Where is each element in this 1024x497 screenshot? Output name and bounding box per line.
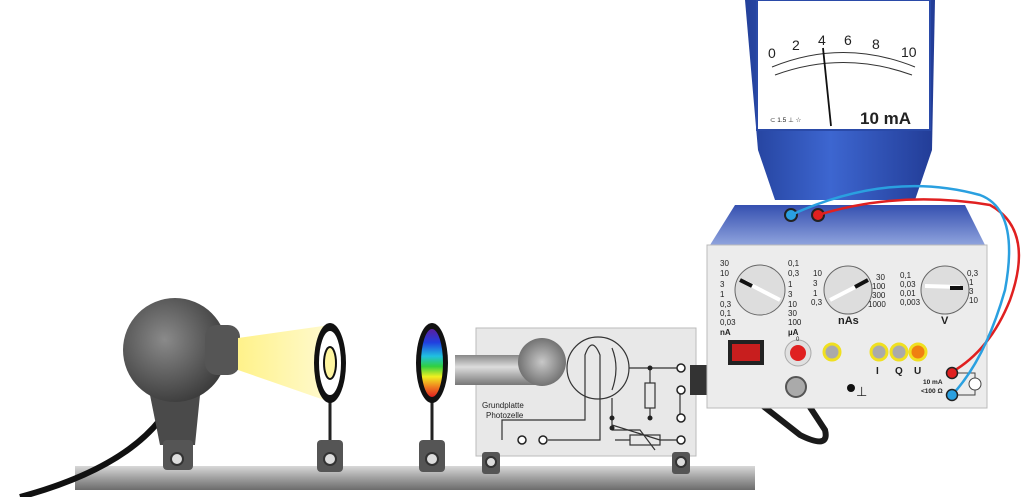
charge-dial-left-3: 0,3 xyxy=(811,298,823,307)
voltage-dial-right-0: 0,3 xyxy=(967,269,979,278)
voltage-dial-left-0: 0,1 xyxy=(900,271,912,280)
voltage-dial-left-2: 0,01 xyxy=(900,289,916,298)
power-switch[interactable] xyxy=(728,340,764,365)
plate-label-line2: Photozelle xyxy=(486,411,524,420)
current-dial-left-4: 0,3 xyxy=(720,300,732,309)
meter-scale-label: 6 xyxy=(844,32,852,48)
meter-scale-label: 2 xyxy=(792,37,800,53)
charge-range-dial[interactable] xyxy=(823,265,873,315)
voltage-range-dial[interactable] xyxy=(920,265,970,315)
current-dial-left-6: 0,03 xyxy=(720,318,736,327)
current-dial-right-2: 1 xyxy=(788,280,793,289)
photocell-plate: Grundplatte Photozelle xyxy=(455,327,708,474)
current-unit-na: nA xyxy=(720,328,731,337)
socket-q[interactable] xyxy=(889,342,909,362)
ground-socket[interactable] xyxy=(785,376,807,398)
iris-diaphragm[interactable] xyxy=(314,323,346,472)
charge-dial-left-0: 10 xyxy=(813,269,822,278)
meter-scale-label: 8 xyxy=(872,36,880,52)
current-dial-left-2: 3 xyxy=(720,280,725,289)
ground-symbol: ⊥ xyxy=(856,384,867,399)
output-label-current: 10 mA xyxy=(923,379,943,386)
current-dial-right-6: 100 xyxy=(788,318,802,327)
current-dial-left-3: 1 xyxy=(720,290,725,299)
voltage-dial-left-1: 0,03 xyxy=(900,280,916,289)
meter-class-label: ⊂ 1.5 ⊥ ☆ xyxy=(770,116,802,124)
meter-output-symbol xyxy=(955,372,982,396)
plate-label-line1: Grundplatte xyxy=(482,401,524,410)
voltage-dial-right-3: 10 xyxy=(969,296,978,305)
socket-label-i: I xyxy=(876,366,879,377)
output-blue-socket[interactable] xyxy=(945,388,959,402)
meter-range-label: 10 mA xyxy=(860,109,911,128)
current-dial-left-5: 0,1 xyxy=(720,309,732,318)
photocell-symbol xyxy=(501,336,681,451)
input-socket[interactable] xyxy=(822,342,842,362)
voltage-dial-left-3: 0,003 xyxy=(900,298,921,307)
signal-cable xyxy=(708,377,829,445)
blue-cable xyxy=(790,184,1011,396)
charge-dial-right-3: 1000 xyxy=(868,300,886,309)
voltage-unit: V xyxy=(941,315,949,327)
current-range-dial[interactable] xyxy=(734,264,786,316)
color-filter[interactable] xyxy=(416,323,448,472)
charge-dial-right-1: 100 xyxy=(872,282,886,291)
current-dial-right-4: 10 xyxy=(788,300,797,309)
meter-needle xyxy=(822,47,832,127)
socket-i[interactable] xyxy=(869,342,889,362)
charge-unit: nAs xyxy=(838,315,859,327)
output-label-resistance: <100 Ω xyxy=(921,388,943,395)
ground-dot xyxy=(847,384,855,392)
socket-label-u: U xyxy=(914,366,921,377)
reset-label: 0 xyxy=(796,337,800,343)
socket-u[interactable] xyxy=(908,342,928,362)
charge-dial-right-2: 300 xyxy=(872,291,886,300)
meter-scale-label: 4 xyxy=(818,32,826,48)
reset-button[interactable]: 0 xyxy=(784,337,812,367)
current-dial-right-0: 0,1 xyxy=(788,259,800,268)
current-unit-ua: µA xyxy=(788,328,799,337)
meter-scale-label: 0 xyxy=(768,45,776,61)
output-red-socket[interactable] xyxy=(945,366,959,380)
lamp-housing xyxy=(19,298,240,497)
light-beam xyxy=(238,325,330,402)
charge-dial-left-1: 3 xyxy=(813,279,818,288)
current-dial-right-5: 30 xyxy=(788,309,797,318)
current-dial-left-0: 30 xyxy=(720,259,729,268)
current-dial-left-1: 10 xyxy=(720,269,729,278)
cable-plug[interactable] xyxy=(690,365,708,395)
voltage-dial-right-2: 3 xyxy=(969,287,974,296)
current-dial-right-1: 0,3 xyxy=(788,269,800,278)
socket-label-q: Q xyxy=(895,366,903,377)
charge-dial-left-2: 1 xyxy=(813,289,818,298)
voltage-dial-right-1: 1 xyxy=(969,278,974,287)
meter-scale-label: 10 xyxy=(901,44,917,60)
red-cable xyxy=(817,198,1021,374)
current-dial-right-3: 3 xyxy=(788,290,793,299)
charge-dial-right-0: 30 xyxy=(876,273,885,282)
